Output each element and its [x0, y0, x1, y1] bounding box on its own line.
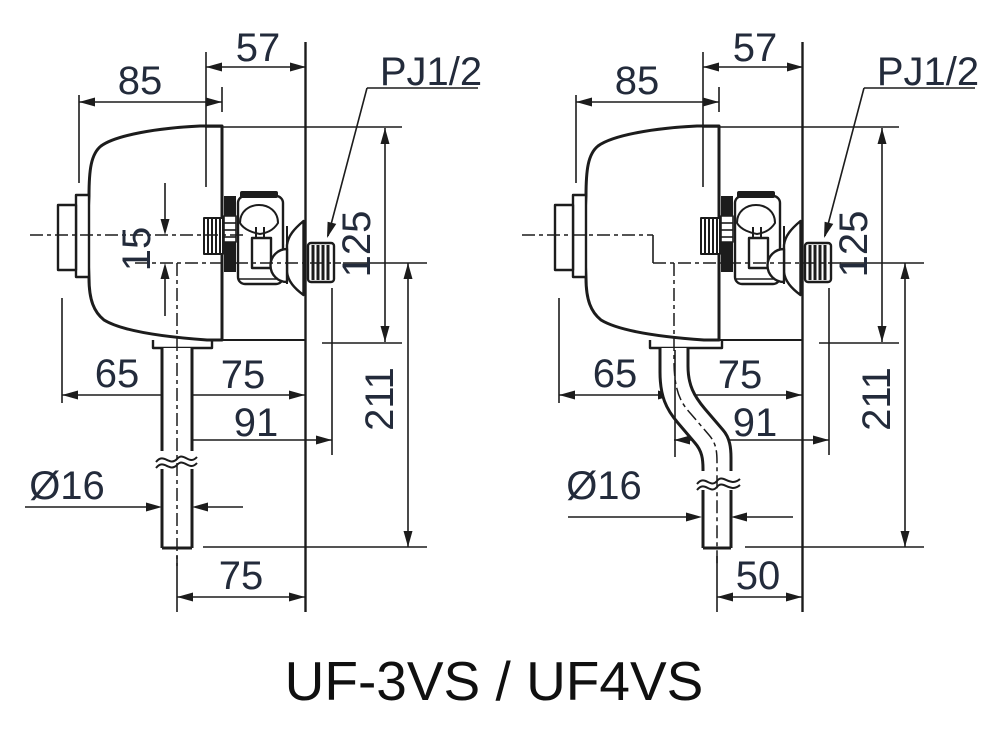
left-dim-bottom-label: 75: [219, 554, 264, 598]
left-dim-85-label: 85: [118, 59, 163, 103]
right-dim-211-label: 211: [855, 367, 899, 431]
left-dim-15-label: 15: [115, 227, 159, 272]
left-centerlines: [30, 234, 341, 566]
left-dim-125-label: 125: [335, 211, 379, 278]
right-dim-91-label: 91: [733, 401, 778, 445]
left-dim-15: [160, 183, 170, 316]
right-valve-drawing: 85 57 PJ1/2 125 65 75 91 211 Ø16 50: [522, 26, 979, 614]
right-centerlines: [522, 234, 841, 566]
right-dim-75-label: 75: [718, 353, 763, 397]
left-supply-pipe: [151, 340, 214, 550]
left-dim-65-label: 65: [95, 352, 140, 396]
right-bottom-dim: [716, 546, 924, 612]
right-valve-geometry: [553, 40, 977, 614]
right-dim-85-label: 85: [615, 59, 660, 103]
left-pipe-diameter-dim: [25, 502, 243, 512]
left-thread-label: PJ1/2: [380, 50, 482, 94]
right-pipe-diameter-dim: [568, 512, 793, 522]
drawing-title: UF-3VS / UF4VS: [285, 650, 704, 712]
left-dim-75-label: 75: [221, 353, 266, 397]
left-dim-211-label: 211: [358, 367, 402, 431]
right-dim-bottom-label: 50: [736, 554, 781, 598]
right-thread-label: PJ1/2: [877, 50, 979, 94]
left-dim-91-label: 91: [234, 401, 279, 445]
left-valve-drawing: 85 57 PJ1/2 15 125 65 75 91 211 Ø16 75: [25, 26, 482, 614]
right-dim-65-label: 65: [593, 352, 638, 396]
left-pipe-diameter-label: Ø16: [29, 464, 105, 508]
right-dim-57-label: 57: [733, 26, 778, 70]
right-dim-125-label: 125: [832, 211, 876, 278]
left-bottom-dim: [176, 546, 427, 612]
right-supply-pipe: [648, 340, 741, 550]
left-dim-57-label: 57: [236, 26, 281, 70]
left-valve-geometry: [56, 40, 480, 614]
right-pipe-diameter-label: Ø16: [566, 464, 642, 508]
